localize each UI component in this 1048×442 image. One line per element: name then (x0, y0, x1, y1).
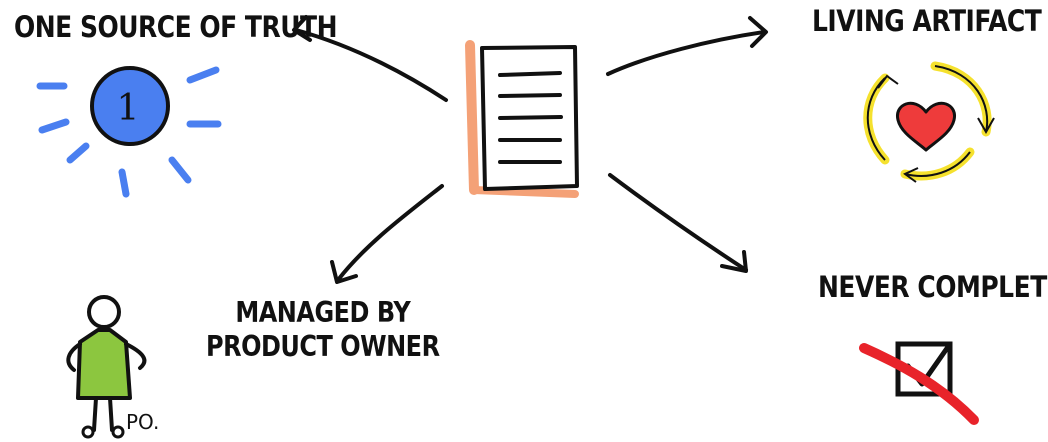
label-one-source-of-truth: ONE SOURCE OF TRUTH (14, 10, 337, 45)
label-living-artifact: LIVING ARTIFACT (812, 4, 1041, 39)
number-one-badge-icon: 1 (40, 68, 218, 194)
crossed-checkbox-icon (864, 344, 974, 420)
label-managed-line1: MANAGED BY (206, 296, 440, 330)
document-icon (470, 45, 577, 194)
label-never-complete: NEVER COMPLETE (818, 270, 1048, 305)
arrow-to-product-owner (332, 186, 442, 282)
arrow-to-never-complete (610, 175, 746, 271)
heart-cycle-icon (868, 66, 994, 182)
label-managed-by-product-owner: MANAGED BY PRODUCT OWNER (206, 296, 440, 364)
label-managed-line2: PRODUCT OWNER (206, 330, 440, 364)
owner-tag: PO. (126, 410, 159, 434)
arrow-to-living-artifact (608, 18, 766, 74)
badge-number: 1 (117, 88, 140, 129)
